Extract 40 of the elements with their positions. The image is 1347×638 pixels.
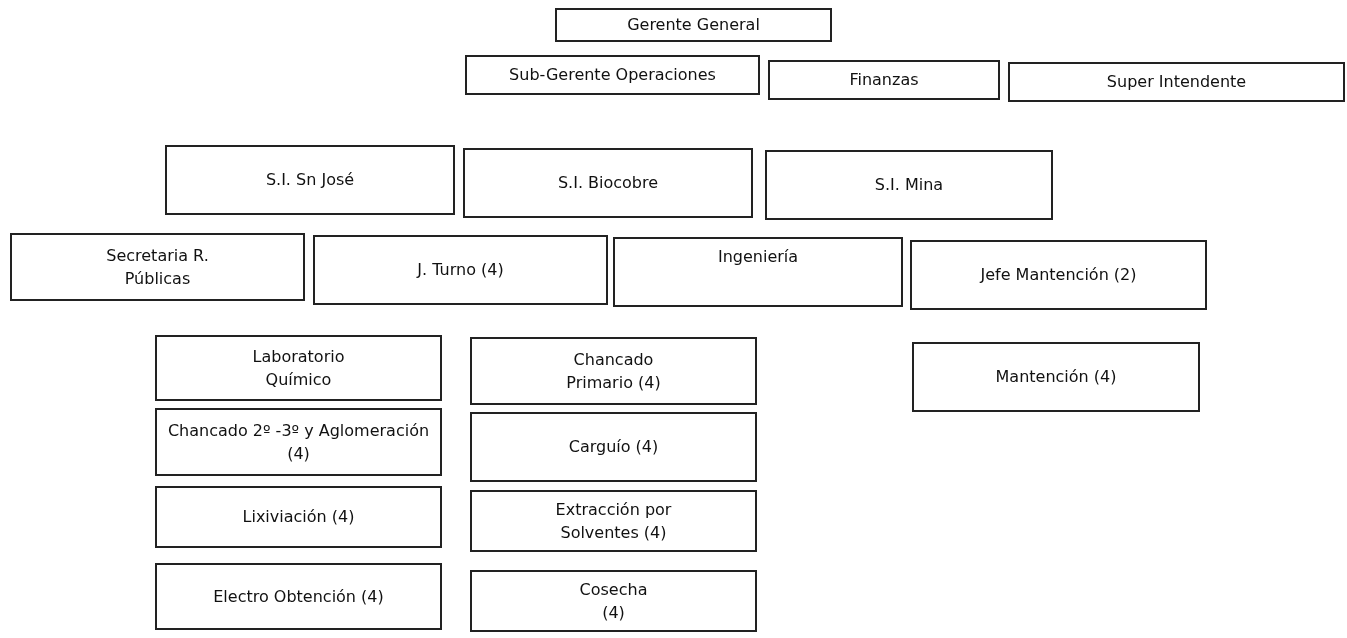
role-title: Carguío (4): [568, 436, 659, 459]
org-box: [165, 145, 455, 215]
org-box: [613, 237, 903, 307]
role-title: Chancado 2º -3º y Aglomeración (4): [166, 419, 431, 465]
org-box: [765, 150, 1053, 220]
org-box: [155, 563, 442, 630]
org-box: [768, 60, 1000, 100]
org-box: [470, 412, 757, 482]
org-box: [463, 148, 753, 218]
org-box: [555, 8, 832, 42]
role-title: Jefe Mantención (2): [980, 264, 1137, 287]
role-title: Chancado Primario (4): [565, 348, 662, 394]
org-box: [465, 55, 760, 95]
org-box: [155, 408, 442, 476]
org-box: [313, 235, 608, 305]
role-title: S.I. Sn José: [265, 169, 355, 192]
org-box: [155, 335, 442, 401]
role-title: Super Intendente: [1106, 71, 1247, 94]
role-title: Laboratorio Químico: [251, 345, 346, 391]
role-title: J. Turno (4): [417, 259, 504, 282]
role-title: Extracción por Solventes (4): [554, 498, 673, 544]
role-title: Sub-Gerente Operaciones: [509, 64, 716, 87]
role-title: Cosecha (4): [578, 578, 649, 624]
org-box: [1008, 62, 1345, 102]
org-box: [470, 570, 757, 632]
org-box: [155, 486, 442, 548]
role-title: Lixiviación (4): [242, 506, 355, 529]
org-box: [10, 233, 305, 301]
org-box: [910, 240, 1207, 310]
role-title: S.I. Biocobre: [557, 172, 659, 195]
org-box: [912, 342, 1200, 412]
role-title: Secretaria R. Públicas: [105, 244, 210, 290]
role-title: S.I. Mina: [874, 174, 944, 197]
org-box: [470, 337, 757, 405]
role-title: Mantención (4): [995, 366, 1117, 389]
role-title: Gerente General: [627, 14, 760, 37]
role-title: Ingeniería: [717, 246, 799, 268]
role-title: Electro Obtención (4): [213, 585, 384, 608]
org-box: [470, 490, 757, 552]
role-title: Finanzas: [849, 69, 919, 92]
